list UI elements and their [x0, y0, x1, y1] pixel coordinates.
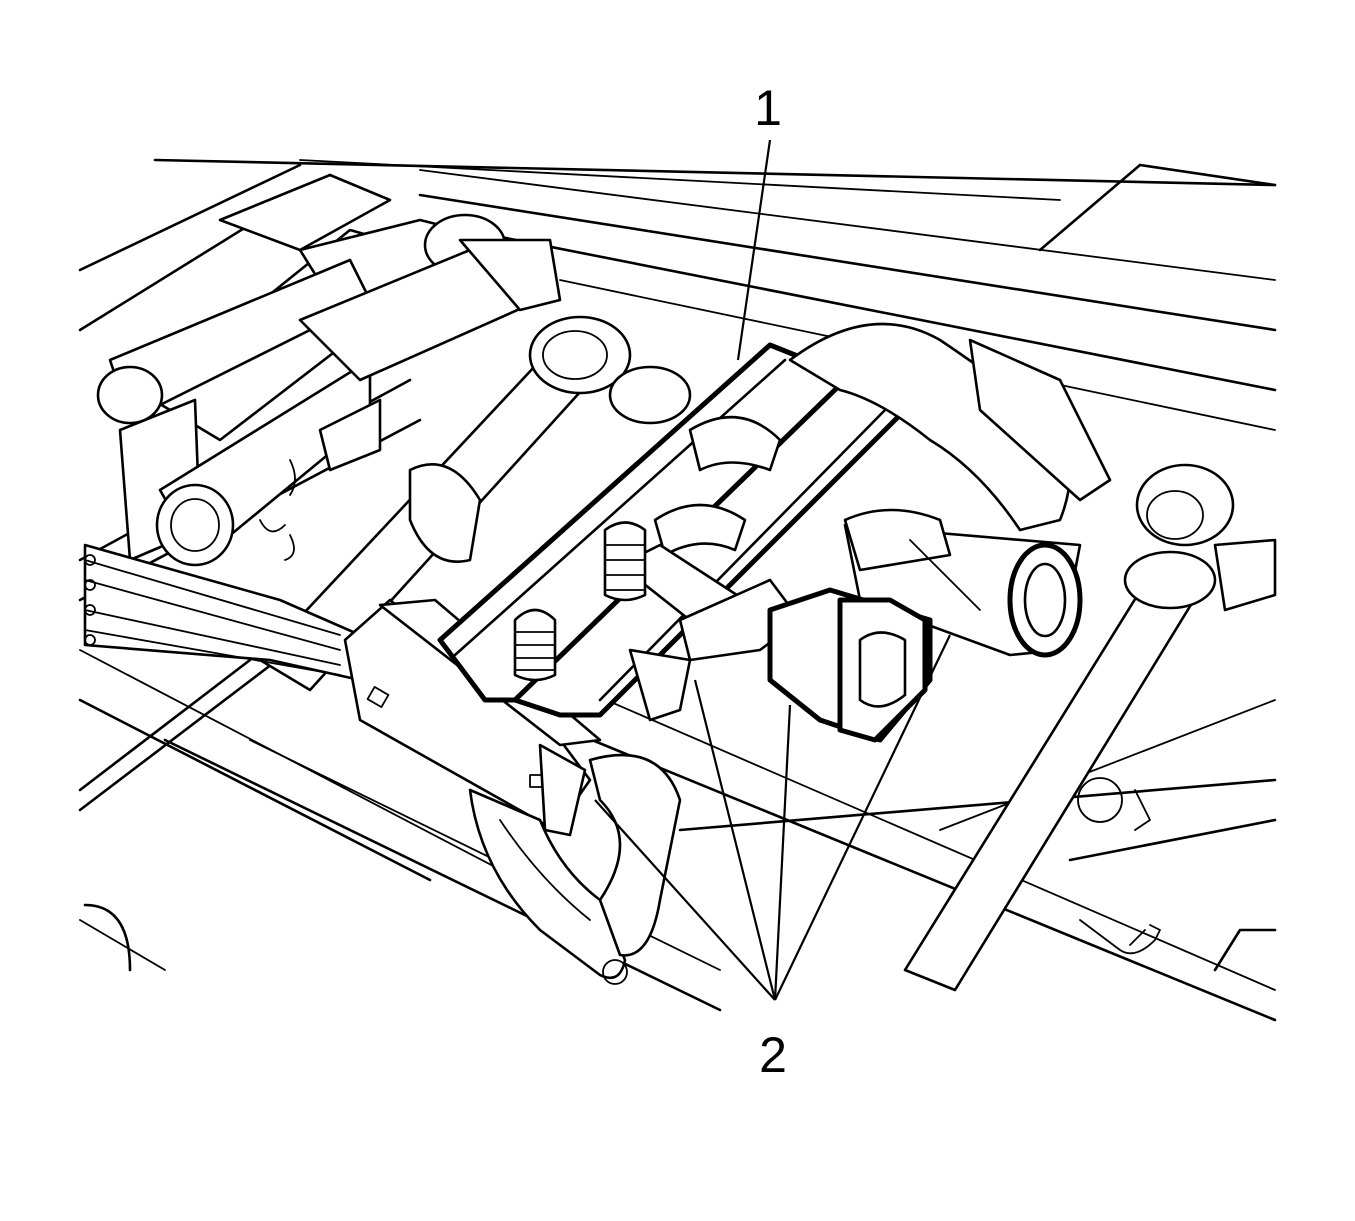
callout-1: 1	[736, 80, 782, 361]
left-pipes	[96, 173, 562, 567]
callout-2-leader-b	[693, 679, 777, 1001]
background-frame	[78, 158, 1277, 1022]
studs	[513, 521, 647, 682]
right-rod	[903, 463, 1277, 992]
callout-2: 2	[594, 634, 951, 1083]
callout-1-label: 1	[754, 80, 782, 136]
callout-2-leader-c	[773, 704, 792, 1001]
connector-center[interactable]	[628, 578, 933, 743]
callout-2-label: 2	[759, 1027, 787, 1083]
callout-2-leader-a	[594, 799, 776, 1001]
wire-bundle-left	[83, 543, 362, 682]
callout-1-leader	[736, 139, 772, 361]
center-rod	[258, 315, 692, 692]
harness-right	[788, 322, 1112, 658]
callout-2-leader-d	[774, 634, 951, 1001]
